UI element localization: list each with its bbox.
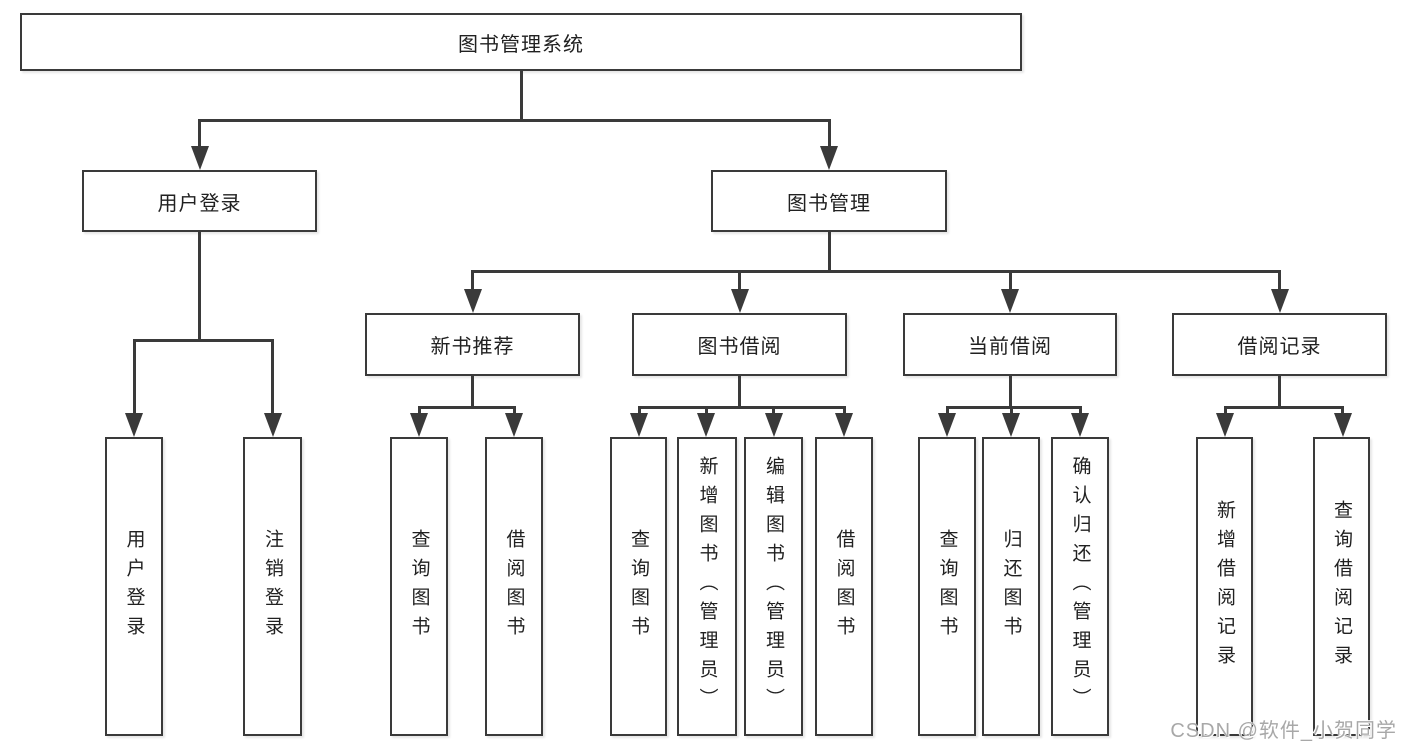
connector-new-book-stem <box>471 376 474 406</box>
arrowhead-icon <box>263 413 282 437</box>
leaf-borrow-add-admin: 新增图书（管理员） <box>677 437 737 736</box>
leaf-label: 确认归还（管理员） <box>1069 456 1091 717</box>
leaf-borrow-query: 查询图书 <box>610 437 667 736</box>
connector-current-borrow-branch <box>945 406 1082 409</box>
leaf-label: 借阅图书 <box>503 528 525 645</box>
connector-stem-leaf <box>512 406 516 416</box>
connector-book-borrow-branch <box>637 406 846 409</box>
connector-stem-leaf <box>772 406 775 416</box>
connector-user-login-stem <box>198 232 201 339</box>
connector-stem-leaf <box>1078 406 1082 416</box>
connector-borrow-record-stem <box>1278 376 1281 406</box>
arrowhead-icon <box>938 413 956 437</box>
node-book-management: 图书管理 <box>711 170 947 232</box>
connector-stem-leaf <box>842 406 846 416</box>
node-borrow-record-label: 借阅记录 <box>1237 336 1322 358</box>
node-new-book-recommend-label: 新书推荐 <box>430 336 515 358</box>
connector-stem-user-login <box>198 119 201 150</box>
arrowhead-icon <box>1071 413 1089 437</box>
connector-stem-leaf <box>637 406 641 416</box>
arrowhead-icon <box>697 413 715 437</box>
connector-stem-new-book <box>471 270 474 293</box>
connector-new-book-branch <box>417 406 516 409</box>
connector-borrow-record-branch <box>1223 406 1344 409</box>
arrowhead-icon <box>125 413 143 437</box>
connector-stem-leaf <box>1009 406 1013 416</box>
arrowhead-icon <box>1001 289 1019 313</box>
arrowhead-icon <box>505 413 523 437</box>
leaf-label: 借阅图书 <box>833 528 855 645</box>
connector-stem-leaf <box>417 406 421 416</box>
leaf-new-book-borrow: 借阅图书 <box>485 437 543 736</box>
node-book-management-label: 图书管理 <box>787 192 871 215</box>
connector-stem-leaf <box>132 339 136 419</box>
connector-stem-book-borrow <box>738 270 741 293</box>
arrowhead-icon <box>190 146 209 170</box>
leaf-label: 新增借阅记录 <box>1214 499 1235 674</box>
node-user-login: 用户登录 <box>82 170 317 232</box>
node-user-login-label: 用户登录 <box>157 192 242 215</box>
leaf-label: 归还图书 <box>1000 528 1022 645</box>
connector-root-stem <box>519 71 523 120</box>
leaf-borrow-book: 借阅图书 <box>815 437 873 736</box>
connector-stem-book-management <box>827 119 831 150</box>
leaf-record-query: 查询借阅记录 <box>1313 437 1370 736</box>
leaf-current-return: 归还图书 <box>982 437 1040 736</box>
leaf-current-query: 查询图书 <box>918 437 976 736</box>
arrowhead-icon <box>764 413 783 437</box>
connector-user-login-branch <box>132 339 274 342</box>
leaf-logout: 注销登录 <box>243 437 302 736</box>
node-current-borrow: 当前借阅 <box>903 313 1117 376</box>
connector-stem-leaf <box>1223 406 1227 416</box>
leaf-user-login: 用户登录 <box>105 437 163 736</box>
leaf-label: 注销登录 <box>262 528 283 645</box>
leaf-label: 查询图书 <box>936 528 958 645</box>
connector-stem-leaf <box>704 406 708 416</box>
connector-book-borrow-stem <box>738 376 741 406</box>
leaf-label: 查询图书 <box>628 528 649 645</box>
leaf-label: 编辑图书（管理员） <box>763 456 784 717</box>
arrowhead-icon <box>835 413 853 437</box>
csdn-watermark: CSDN @软件_小贺同学 <box>1170 720 1397 742</box>
leaf-label: 查询借阅记录 <box>1331 499 1352 674</box>
arrowhead-icon <box>1270 289 1289 313</box>
leaf-new-book-query: 查询图书 <box>390 437 448 736</box>
arrowhead-icon <box>463 289 482 313</box>
connector-stem-current-borrow <box>1008 270 1012 293</box>
leaf-label: 查询图书 <box>408 528 430 645</box>
node-root-label: 图书管理系统 <box>458 33 584 56</box>
connector-current-borrow-stem <box>1008 376 1012 406</box>
leaf-borrow-edit-admin: 编辑图书（管理员） <box>744 437 803 736</box>
arrowhead-icon <box>1002 413 1020 437</box>
connector-stem-borrow-record <box>1278 270 1281 293</box>
leaf-record-add: 新增借阅记录 <box>1196 437 1253 736</box>
arrowhead-icon <box>1333 413 1352 437</box>
connector-stem-leaf <box>271 339 274 419</box>
connector-book-management-stem <box>827 232 831 270</box>
node-new-book-recommend: 新书推荐 <box>365 313 580 376</box>
connector-stem-leaf <box>945 406 949 416</box>
node-current-borrow-label: 当前借阅 <box>968 336 1052 358</box>
arrowhead-icon <box>630 413 648 437</box>
arrowhead-icon <box>730 289 749 313</box>
node-book-borrow-label: 图书借阅 <box>697 336 782 358</box>
leaf-label: 新增图书（管理员） <box>696 456 718 717</box>
connector-root-branch <box>198 119 831 122</box>
leaf-label: 用户登录 <box>123 528 145 645</box>
connector-book-management-branch <box>471 270 1281 273</box>
connector-stem-leaf <box>1340 406 1344 416</box>
node-book-borrow: 图书借阅 <box>632 313 847 376</box>
node-root: 图书管理系统 <box>20 13 1022 71</box>
arrowhead-icon <box>410 413 428 437</box>
arrowhead-icon <box>1216 413 1234 437</box>
arrowhead-icon <box>820 146 838 170</box>
leaf-current-confirm-admin: 确认归还（管理员） <box>1051 437 1109 736</box>
node-borrow-record: 借阅记录 <box>1172 313 1387 376</box>
